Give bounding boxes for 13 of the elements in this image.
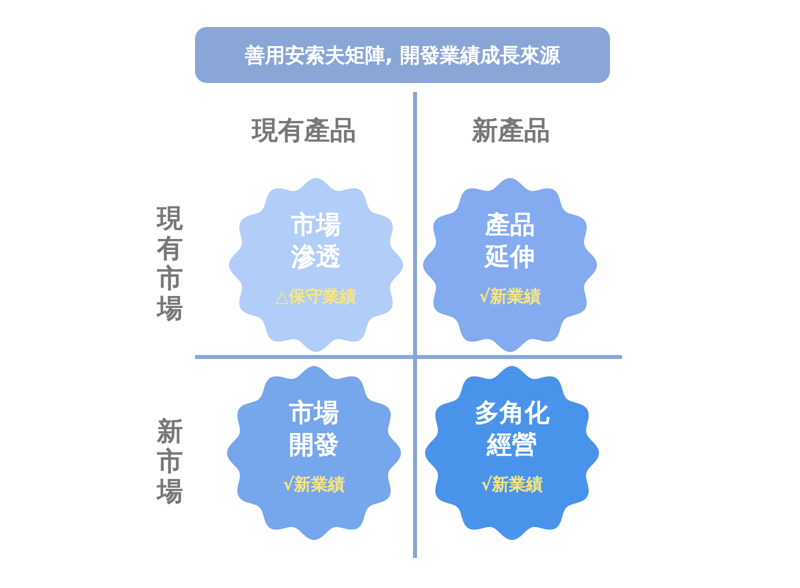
badge-note: √新業績 — [478, 286, 542, 308]
column-heading: 新產品 — [472, 116, 550, 146]
row-heading: 現有市場 — [156, 204, 184, 324]
badge-note: √新業績 — [480, 474, 544, 496]
row-heading: 新市場 — [156, 417, 184, 507]
badge-title: 多角化經營 — [474, 397, 550, 461]
badge-title: 市場開發 — [288, 397, 340, 461]
title-banner: 善用安索夫矩陣, 開發業績成長來源 — [195, 27, 610, 83]
column-heading: 現有產品 — [252, 116, 356, 146]
badge-title: 市場滲透 — [290, 209, 342, 273]
badge-note: △保守業績 — [274, 286, 358, 308]
badge-note: √新業績 — [282, 474, 346, 496]
badge-title: 產品延伸 — [483, 209, 536, 273]
